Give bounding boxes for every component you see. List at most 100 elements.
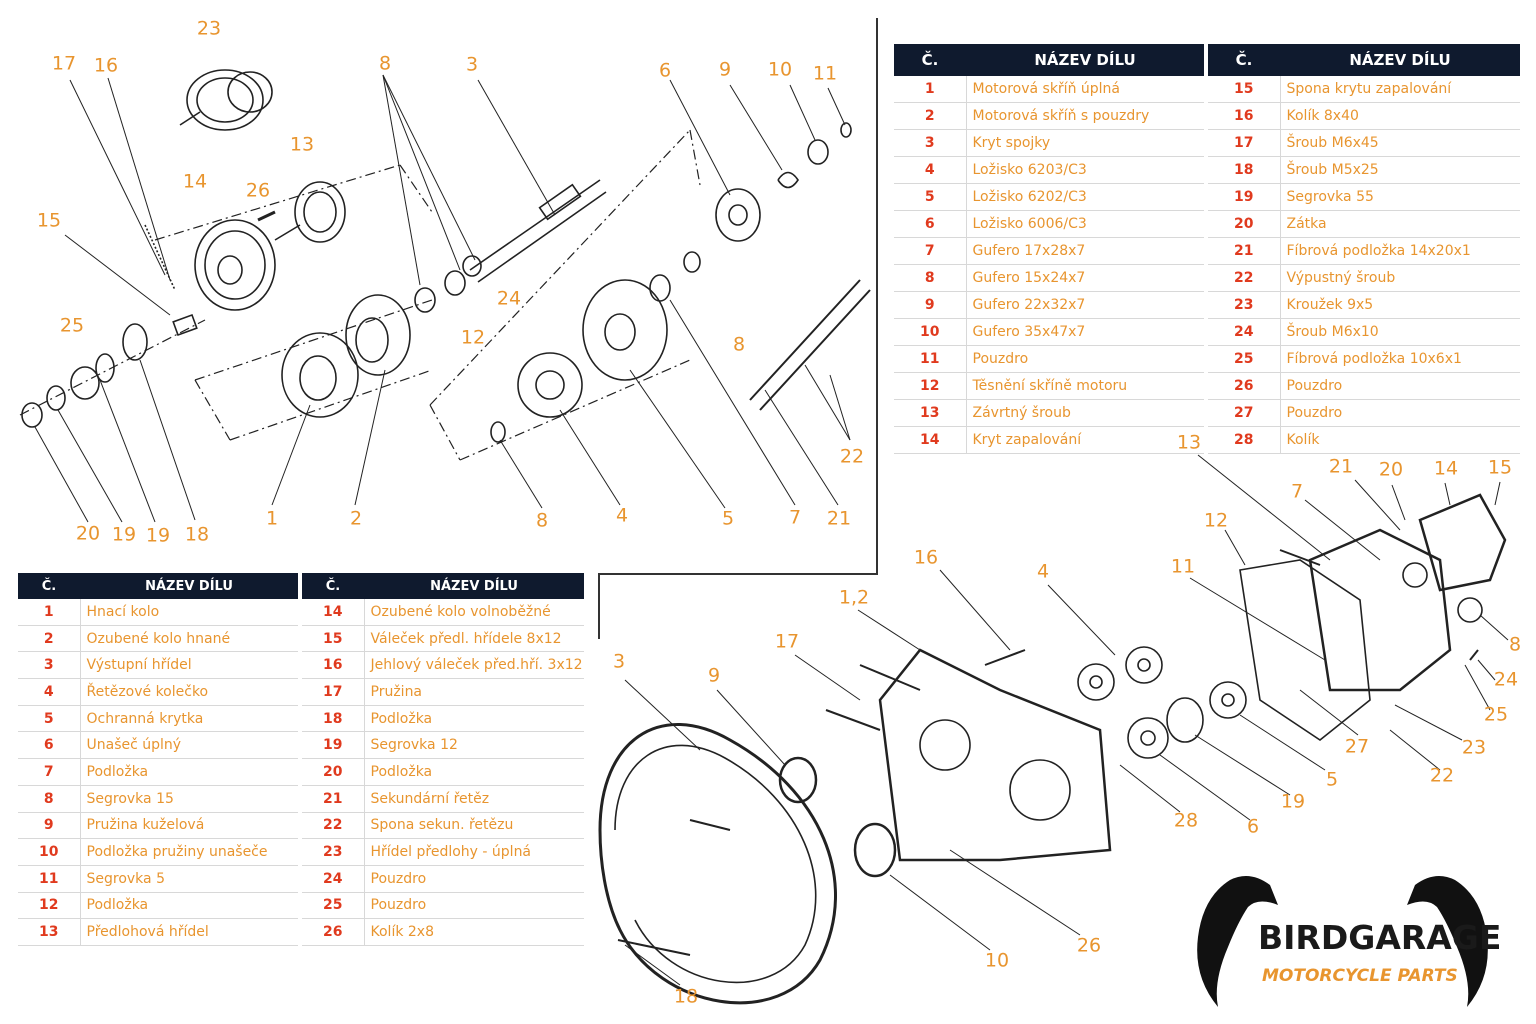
callout-gearbox-7: 7: [788, 506, 802, 529]
part-name: Gufero 35x47x7: [966, 318, 1204, 346]
part-number: 5: [894, 183, 967, 211]
callout-gearbox-25: 25: [59, 314, 85, 337]
part-number: 28: [1208, 426, 1281, 454]
part-name: Šroub M5x25: [1280, 156, 1520, 184]
part-name: Kolík 2x8: [364, 918, 584, 946]
callout-gearbox-8-top: 8: [378, 52, 392, 75]
part-name: Pružina: [364, 678, 584, 706]
callout-engine-19: 19: [1280, 790, 1306, 813]
callout-gearbox-23: 23: [196, 17, 222, 40]
circlip-8b: [683, 251, 701, 273]
callout-engine-3: 3: [612, 650, 626, 673]
part-number: 19: [302, 731, 365, 760]
callout-engine-25: 25: [1483, 703, 1509, 726]
part-name: Hřídel předlohy - úplná: [364, 838, 584, 866]
logo-eagles: [1197, 876, 1488, 1007]
part-number: 23: [1208, 291, 1281, 319]
callout-engine-26: 26: [1076, 934, 1102, 957]
part-number: 26: [302, 918, 365, 946]
washer-10: [807, 139, 829, 165]
gear-14: [194, 219, 276, 311]
logo-wordmark: BIRDGARAGE: [1258, 918, 1502, 957]
bush-25: [70, 366, 100, 400]
gearbox-leaders: [34, 74, 851, 523]
part-number: 9: [894, 291, 967, 319]
part-name: Sekundární řetěz: [364, 785, 584, 813]
part-name: Ozubené kolo hnané: [80, 625, 298, 653]
callout-engine-17: 17: [774, 630, 800, 653]
callout-engine-10: 10: [984, 949, 1010, 972]
part-number: 21: [1208, 237, 1281, 265]
part-number: 27: [1208, 399, 1281, 427]
part-name: Kolík: [1280, 426, 1520, 454]
callout-gearbox-9: 9: [718, 58, 732, 81]
part-name: Kryt spojky: [966, 129, 1204, 157]
part-number: 6: [18, 731, 81, 760]
part-number: 8: [18, 785, 81, 813]
part-name: Spona krytu zapalování: [1280, 76, 1520, 103]
clutch-cover-3: [598, 723, 837, 1005]
part-number: 14: [894, 426, 967, 454]
crankcase-right: [1308, 528, 1452, 692]
part-name: Podložka pružiny unašeče: [80, 838, 298, 866]
logo-tagline: MOTORCYCLE PARTS: [1262, 966, 1458, 986]
divider-horizontal: [598, 573, 878, 575]
part-number: 12: [894, 372, 967, 400]
part-number: 26: [1208, 372, 1281, 400]
part-number: 16: [1208, 102, 1281, 130]
part-name: Zátka: [1280, 210, 1520, 238]
callout-engine-21: 21: [1328, 455, 1354, 478]
washer-18: [122, 323, 148, 361]
part-number: 14: [302, 599, 365, 626]
part-number: 21: [302, 785, 365, 813]
seal-10: [853, 822, 897, 878]
ignition-cover-14: [1418, 493, 1507, 592]
bearing-6: [1127, 717, 1169, 759]
circlip-8c: [490, 421, 506, 443]
part-name: Segrovka 55: [1280, 183, 1520, 211]
callout-gearbox-1: 1: [265, 507, 279, 530]
part-number: 2: [894, 102, 967, 130]
part-name: Váleček předl. hřídele 8x12: [364, 625, 584, 653]
chain-21: [749, 279, 871, 411]
callout-engine-14: 14: [1433, 457, 1459, 480]
gasket-12: [1239, 559, 1371, 741]
callout-engine-24: 24: [1493, 668, 1519, 691]
part-number: 25: [302, 892, 365, 920]
callout-engine-6: 6: [1246, 815, 1260, 838]
part-name: Hnací kolo: [80, 599, 298, 626]
part-number: 18: [1208, 156, 1281, 184]
part-number: 3: [894, 129, 967, 157]
part-name: Gufero 22x32x7: [966, 291, 1204, 319]
part-number: 11: [18, 865, 81, 893]
part-number: 1: [894, 76, 967, 103]
callout-gearbox-13: 13: [289, 133, 315, 156]
part-name: Ložisko 6203/C3: [966, 156, 1204, 184]
part-number: 17: [1208, 129, 1281, 157]
part-number: 17: [302, 678, 365, 706]
part-name: Unašeč úplný: [80, 731, 298, 760]
bearing-5: [1209, 681, 1247, 719]
part-name: Spona sekun. řetězu: [364, 812, 584, 840]
part-name: Motorová skříň úplná: [966, 76, 1204, 103]
table-header-row: Č. NÁZEV DÍLU Č. NÁZEV DÍLU: [18, 573, 584, 599]
bearing-4b: [1125, 646, 1163, 684]
divider-vertical-top: [876, 18, 878, 574]
part-number: 20: [302, 758, 365, 786]
callout-engine-28: 28: [1173, 809, 1199, 832]
washer-7: [649, 274, 671, 302]
callout-engine-12: 12: [1203, 509, 1229, 532]
part-number: 18: [302, 705, 365, 733]
part-name: Ložisko 6202/C3: [966, 183, 1204, 211]
